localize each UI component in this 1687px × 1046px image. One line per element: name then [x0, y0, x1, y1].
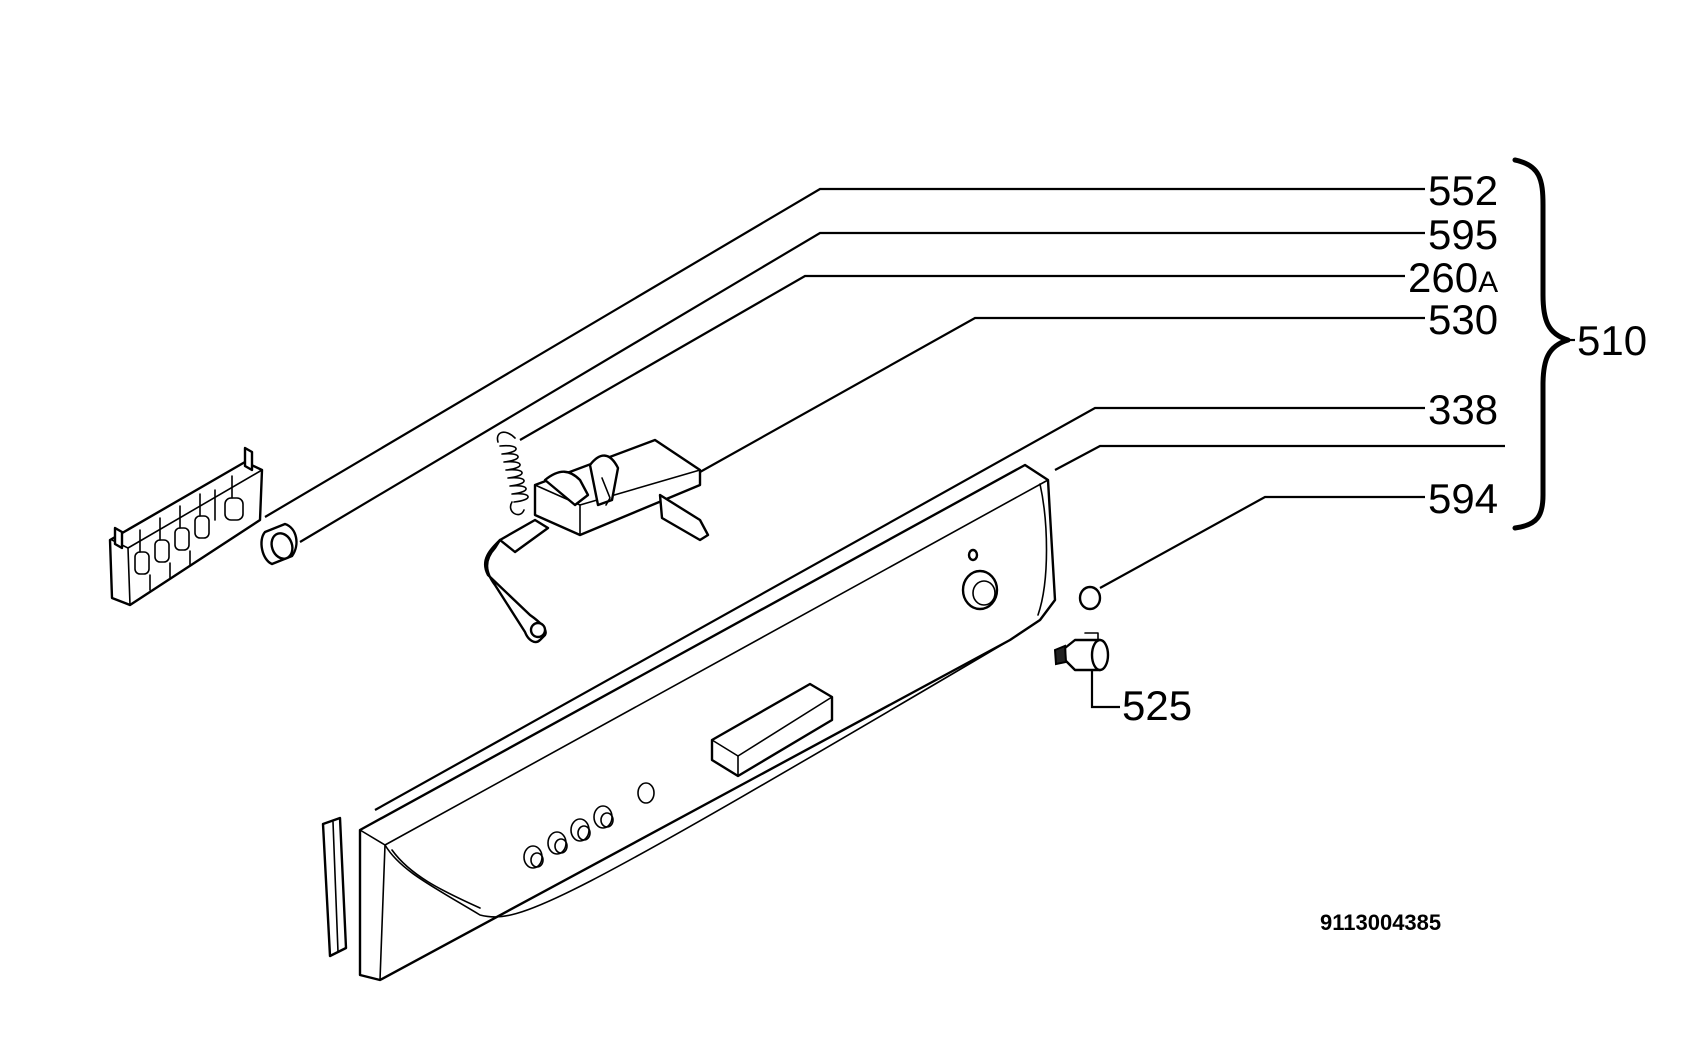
leader-line-530	[699, 316, 1425, 473]
label-530: 530	[1428, 296, 1498, 343]
group-brace-510	[1512, 157, 1571, 531]
label-338: 338	[1428, 386, 1498, 433]
drawing-code: 9113004385	[1320, 910, 1441, 935]
leader-line-594	[1099, 495, 1425, 589]
label-595: 595	[1428, 211, 1498, 258]
leader-line-260a	[519, 274, 1405, 441]
leader-line-unlabeled	[1054, 444, 1505, 471]
door-lock-part-530	[483, 438, 710, 644]
label-260-suffix: A	[1478, 266, 1498, 299]
part-labels: 552 595 260A 530 510 338 594 525 9113004…	[1122, 167, 1647, 935]
leader-line-552	[264, 187, 1425, 518]
selector-board-part	[108, 446, 264, 607]
spring-part-260a	[496, 431, 529, 516]
end-strip-part	[321, 816, 348, 958]
label-260a: 260A	[1408, 254, 1498, 301]
leader-line-338	[374, 406, 1425, 811]
leader-line-525	[1090, 668, 1120, 709]
indicator-lens-594	[1078, 585, 1102, 611]
leader-lines	[264, 187, 1505, 811]
label-594: 594	[1428, 475, 1498, 522]
cylinder-part-595	[260, 522, 298, 566]
label-525: 525	[1122, 682, 1192, 729]
control-panel-fascia-338	[358, 463, 1057, 982]
label-510: 510	[1577, 317, 1647, 364]
label-260-number: 260	[1408, 254, 1478, 301]
label-552: 552	[1428, 167, 1498, 214]
lamp-part-525	[1053, 632, 1110, 672]
leader-line-595	[299, 231, 1425, 543]
